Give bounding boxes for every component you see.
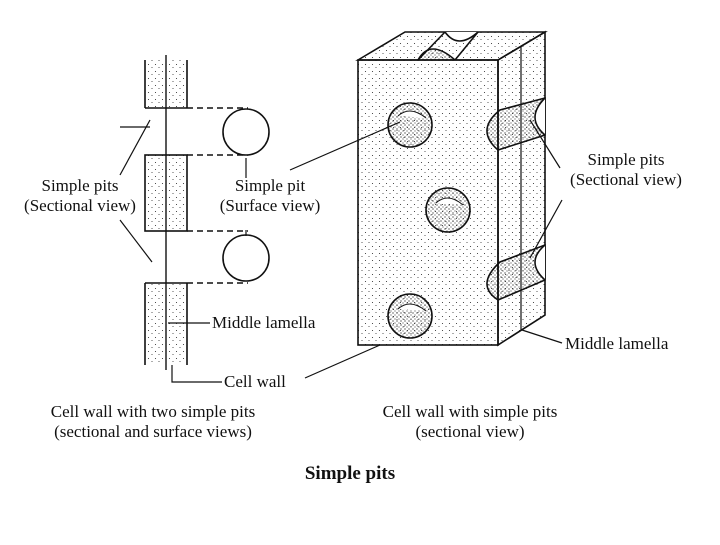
- right-simple-pits-line2: (Sectional view): [570, 170, 682, 189]
- right-caption-line1: Cell wall with simple pits: [382, 402, 558, 421]
- left-caption-line1: Cell wall with two simple pits: [50, 402, 256, 421]
- simple-pit-surface-label: Simple pit (Surface view): [200, 176, 340, 216]
- left-simple-pits-line2: (Sectional view): [24, 196, 136, 215]
- right-caption: Cell wall with simple pits (sectional vi…: [340, 402, 600, 442]
- figure-title: Simple pits: [304, 463, 396, 484]
- right-simple-pits-line1: Simple pits: [587, 150, 665, 169]
- left-simple-pits-line1: Simple pits: [41, 176, 119, 195]
- right-cell-wall-block: [289, 30, 563, 379]
- right-caption-line2: (sectional view): [415, 422, 525, 441]
- simple-pit-surface-line2: (Surface view): [219, 196, 321, 215]
- left-caption: Cell wall with two simple pits (sectiona…: [8, 402, 298, 442]
- left-simple-pits-sectional-label: Simple pits (Sectional view): [14, 176, 146, 216]
- right-simple-pits-sectional-label: Simple pits (Sectional view): [556, 150, 696, 190]
- simple-pit-surface-line1: Simple pit: [234, 176, 306, 195]
- left-caption-line2: (sectional and surface views): [54, 422, 252, 441]
- left-middle-lamella-label: Middle lamella: [212, 313, 316, 332]
- cell-wall-label: Cell wall: [224, 372, 286, 391]
- left-cell-wall-section: [119, 55, 270, 383]
- right-middle-lamella-label: Middle lamella: [565, 334, 669, 353]
